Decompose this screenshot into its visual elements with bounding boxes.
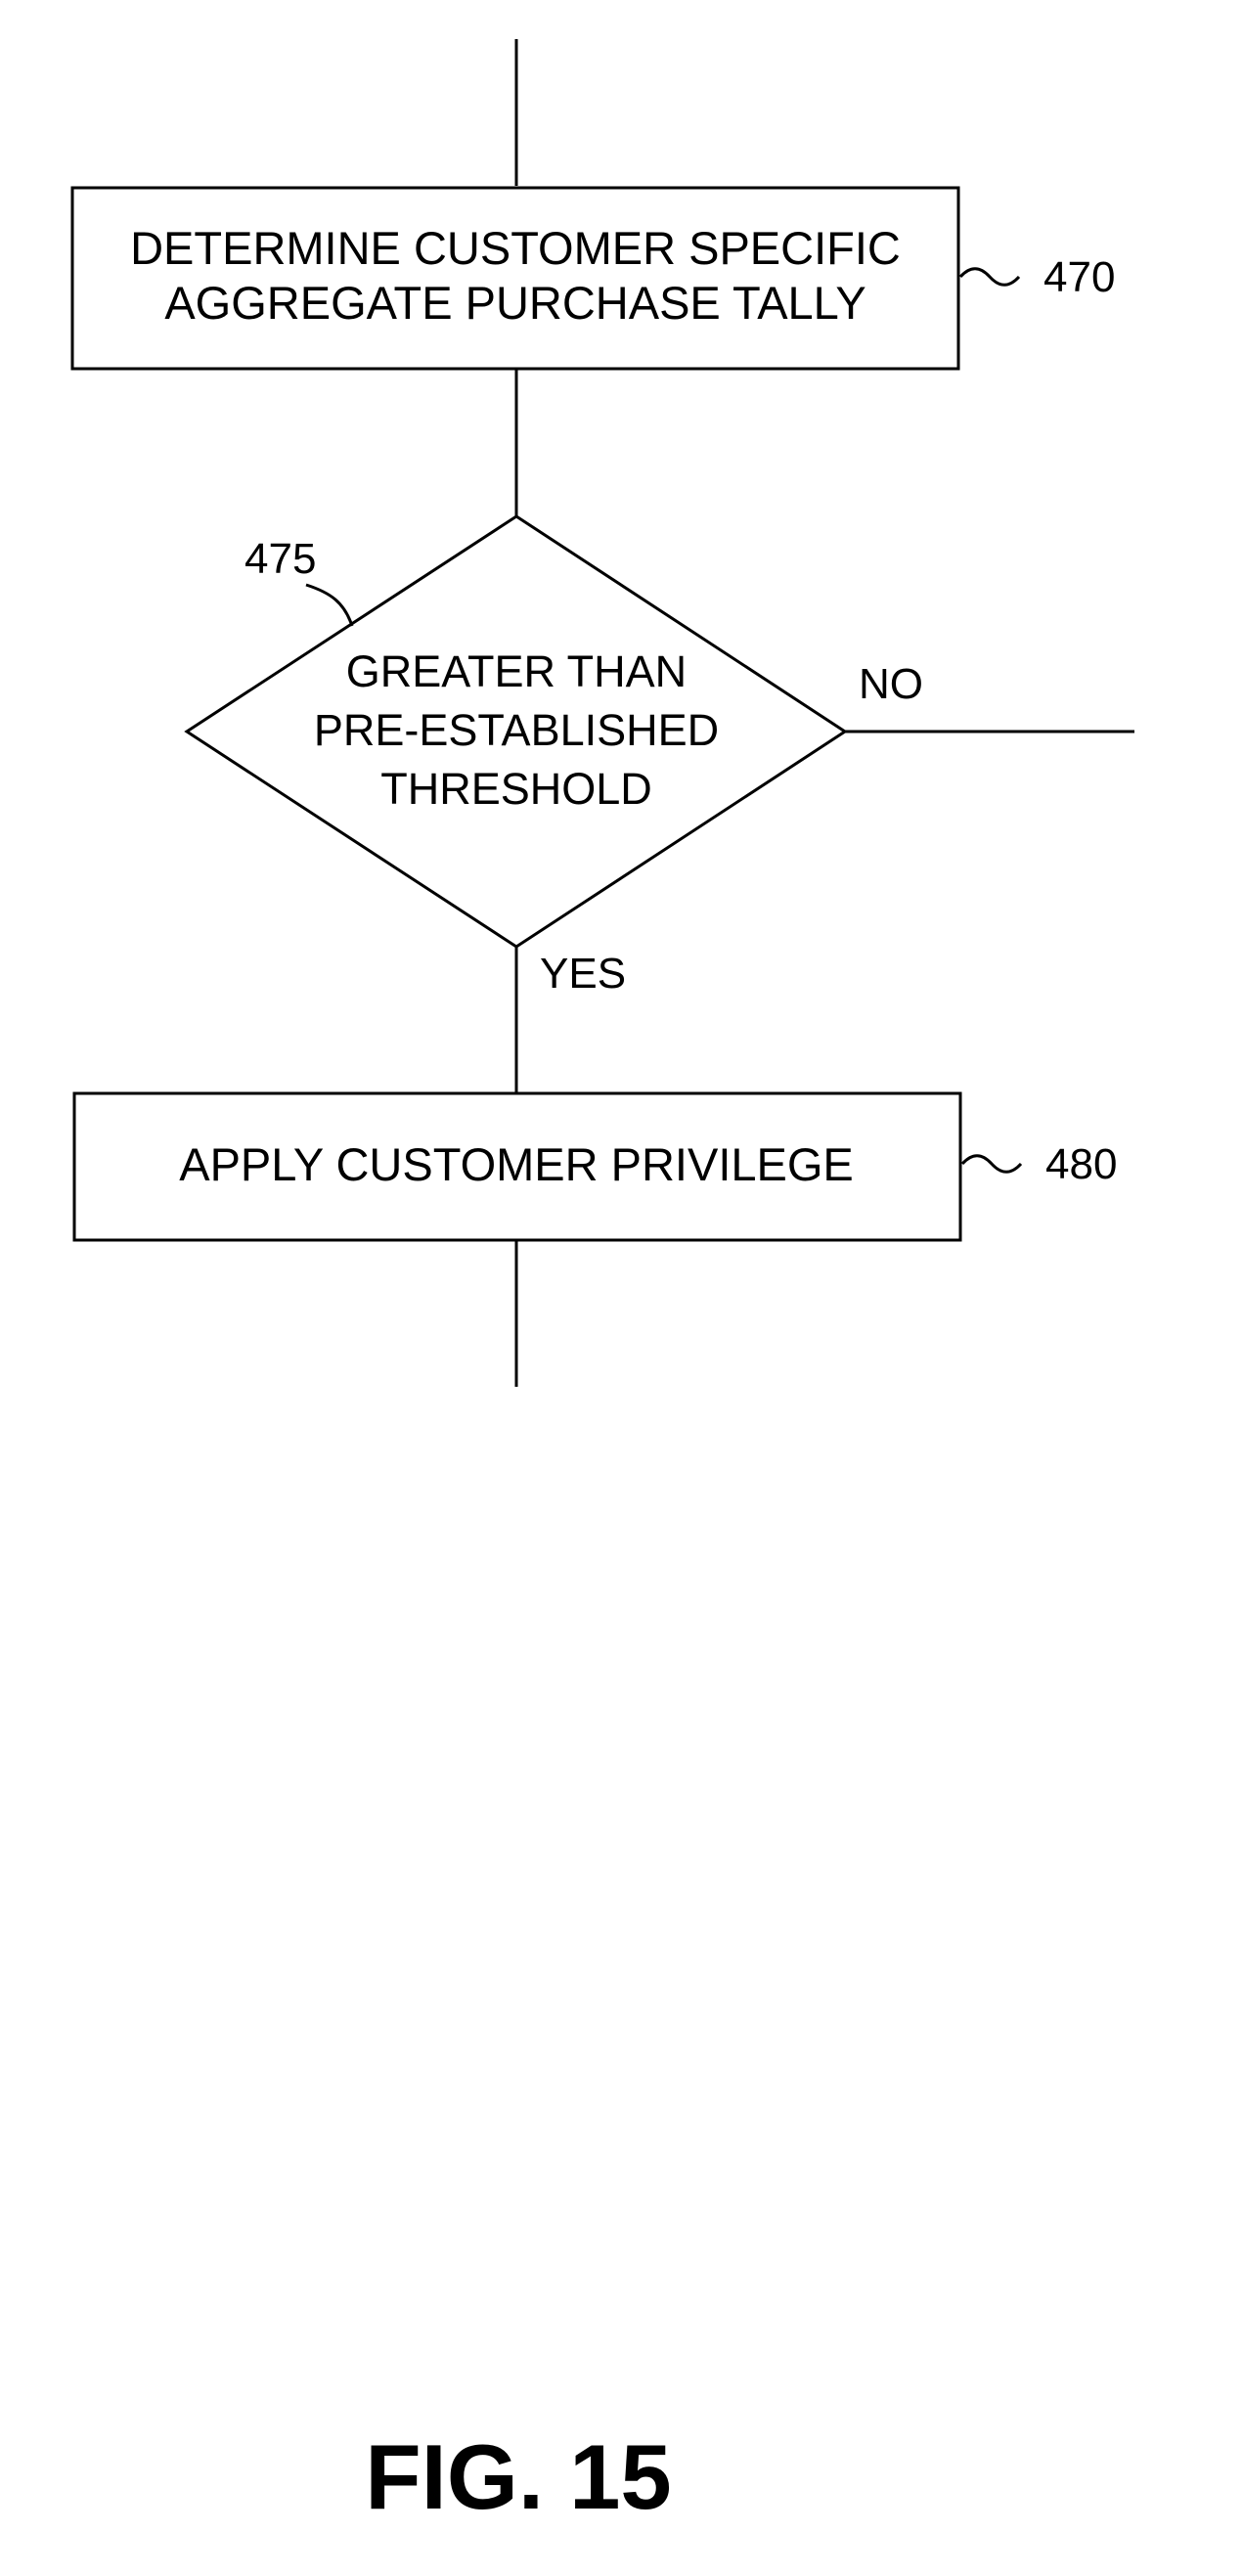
ref-475-leader: [306, 585, 352, 626]
determine-tally-line-2: AGGREGATE PURCHASE TALLY: [164, 277, 866, 329]
figure-label: FIG. 15: [365, 2425, 671, 2528]
threshold-decision-line-3: THRESHOLD: [380, 764, 652, 814]
ref-480-leader: [962, 1156, 1021, 1173]
ref-475-label: 475: [244, 535, 316, 583]
ref-470-label: 470: [1043, 253, 1115, 301]
determine-tally-line-1: DETERMINE CUSTOMER SPECIFIC: [130, 222, 901, 274]
threshold-decision-line-1: GREATER THAN: [346, 646, 687, 696]
apply-privilege-line-1: APPLY CUSTOMER PRIVILEGE: [179, 1138, 854, 1190]
no-branch-label: NO: [859, 660, 923, 708]
threshold-decision-line-2: PRE-ESTABLISHED: [314, 705, 719, 755]
yes-branch-label: YES: [540, 950, 626, 998]
ref-480-label: 480: [1045, 1140, 1117, 1188]
ref-470-leader: [960, 269, 1019, 286]
